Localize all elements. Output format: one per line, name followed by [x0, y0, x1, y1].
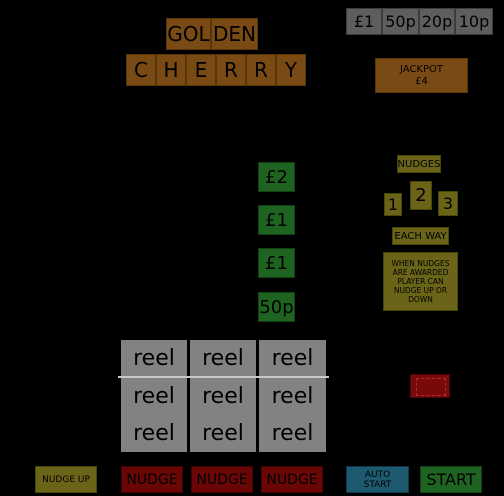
reel-symbol: reel [121, 378, 187, 414]
reel-symbol: reel [190, 340, 256, 376]
nudge-reel-2-button[interactable]: NUDGE [191, 466, 253, 493]
prize-step: 50p [258, 292, 295, 322]
jackpot-label: JACKPOT [400, 63, 443, 75]
reel-symbol: reel [190, 414, 256, 452]
nudge-reel-1-button[interactable]: NUDGE [121, 466, 183, 493]
title-letter: C [126, 54, 156, 86]
title-letter: Y [276, 54, 306, 86]
coin-10p[interactable]: 10p [455, 8, 493, 35]
nudge-up-button[interactable]: NUDGE UP [35, 466, 97, 493]
reel-symbol: reel [121, 340, 187, 376]
nudge-number-3: 3 [438, 191, 458, 216]
title-gol: GOL [166, 18, 211, 50]
win-indicator-light [410, 374, 450, 398]
reel-symbol: reel [259, 414, 326, 452]
reel-symbol: reel [259, 340, 326, 376]
prize-step: £1 [258, 205, 295, 235]
title-letter: R [246, 54, 276, 86]
nudge-number-2: 2 [410, 181, 432, 210]
title-letter: E [186, 54, 216, 86]
jackpot-value: £4 [415, 75, 428, 87]
coin-20p[interactable]: 20p [419, 8, 455, 35]
title-den: DEN [211, 18, 258, 50]
start-button[interactable]: START [420, 466, 482, 493]
nudge-info: WHEN NUDGES ARE AWARDED PLAYER CAN NUDGE… [383, 252, 458, 311]
auto-start-button[interactable]: AUTO START [346, 466, 409, 493]
nudges-header: NUDGES [397, 155, 441, 173]
jackpot-panel: JACKPOT £4 [375, 58, 468, 93]
title-letter: R [216, 54, 246, 86]
reel-symbol: reel [259, 378, 326, 414]
coin-1-pound[interactable]: £1 [346, 8, 382, 35]
coin-50p[interactable]: 50p [382, 8, 419, 35]
prize-step: £2 [258, 162, 295, 192]
title-letter: H [156, 54, 186, 86]
indicator-grid [416, 378, 446, 396]
prize-step: £1 [258, 248, 295, 278]
nudge-reel-3-button[interactable]: NUDGE [261, 466, 323, 493]
reel-symbol: reel [190, 378, 256, 414]
each-way-label: EACH WAY [392, 227, 449, 245]
reel-symbol: reel [121, 414, 187, 452]
reel-divider [118, 376, 329, 378]
reels-area: reel reel reel reel reel reel reel reel … [118, 338, 329, 454]
nudge-number-1: 1 [384, 193, 402, 216]
